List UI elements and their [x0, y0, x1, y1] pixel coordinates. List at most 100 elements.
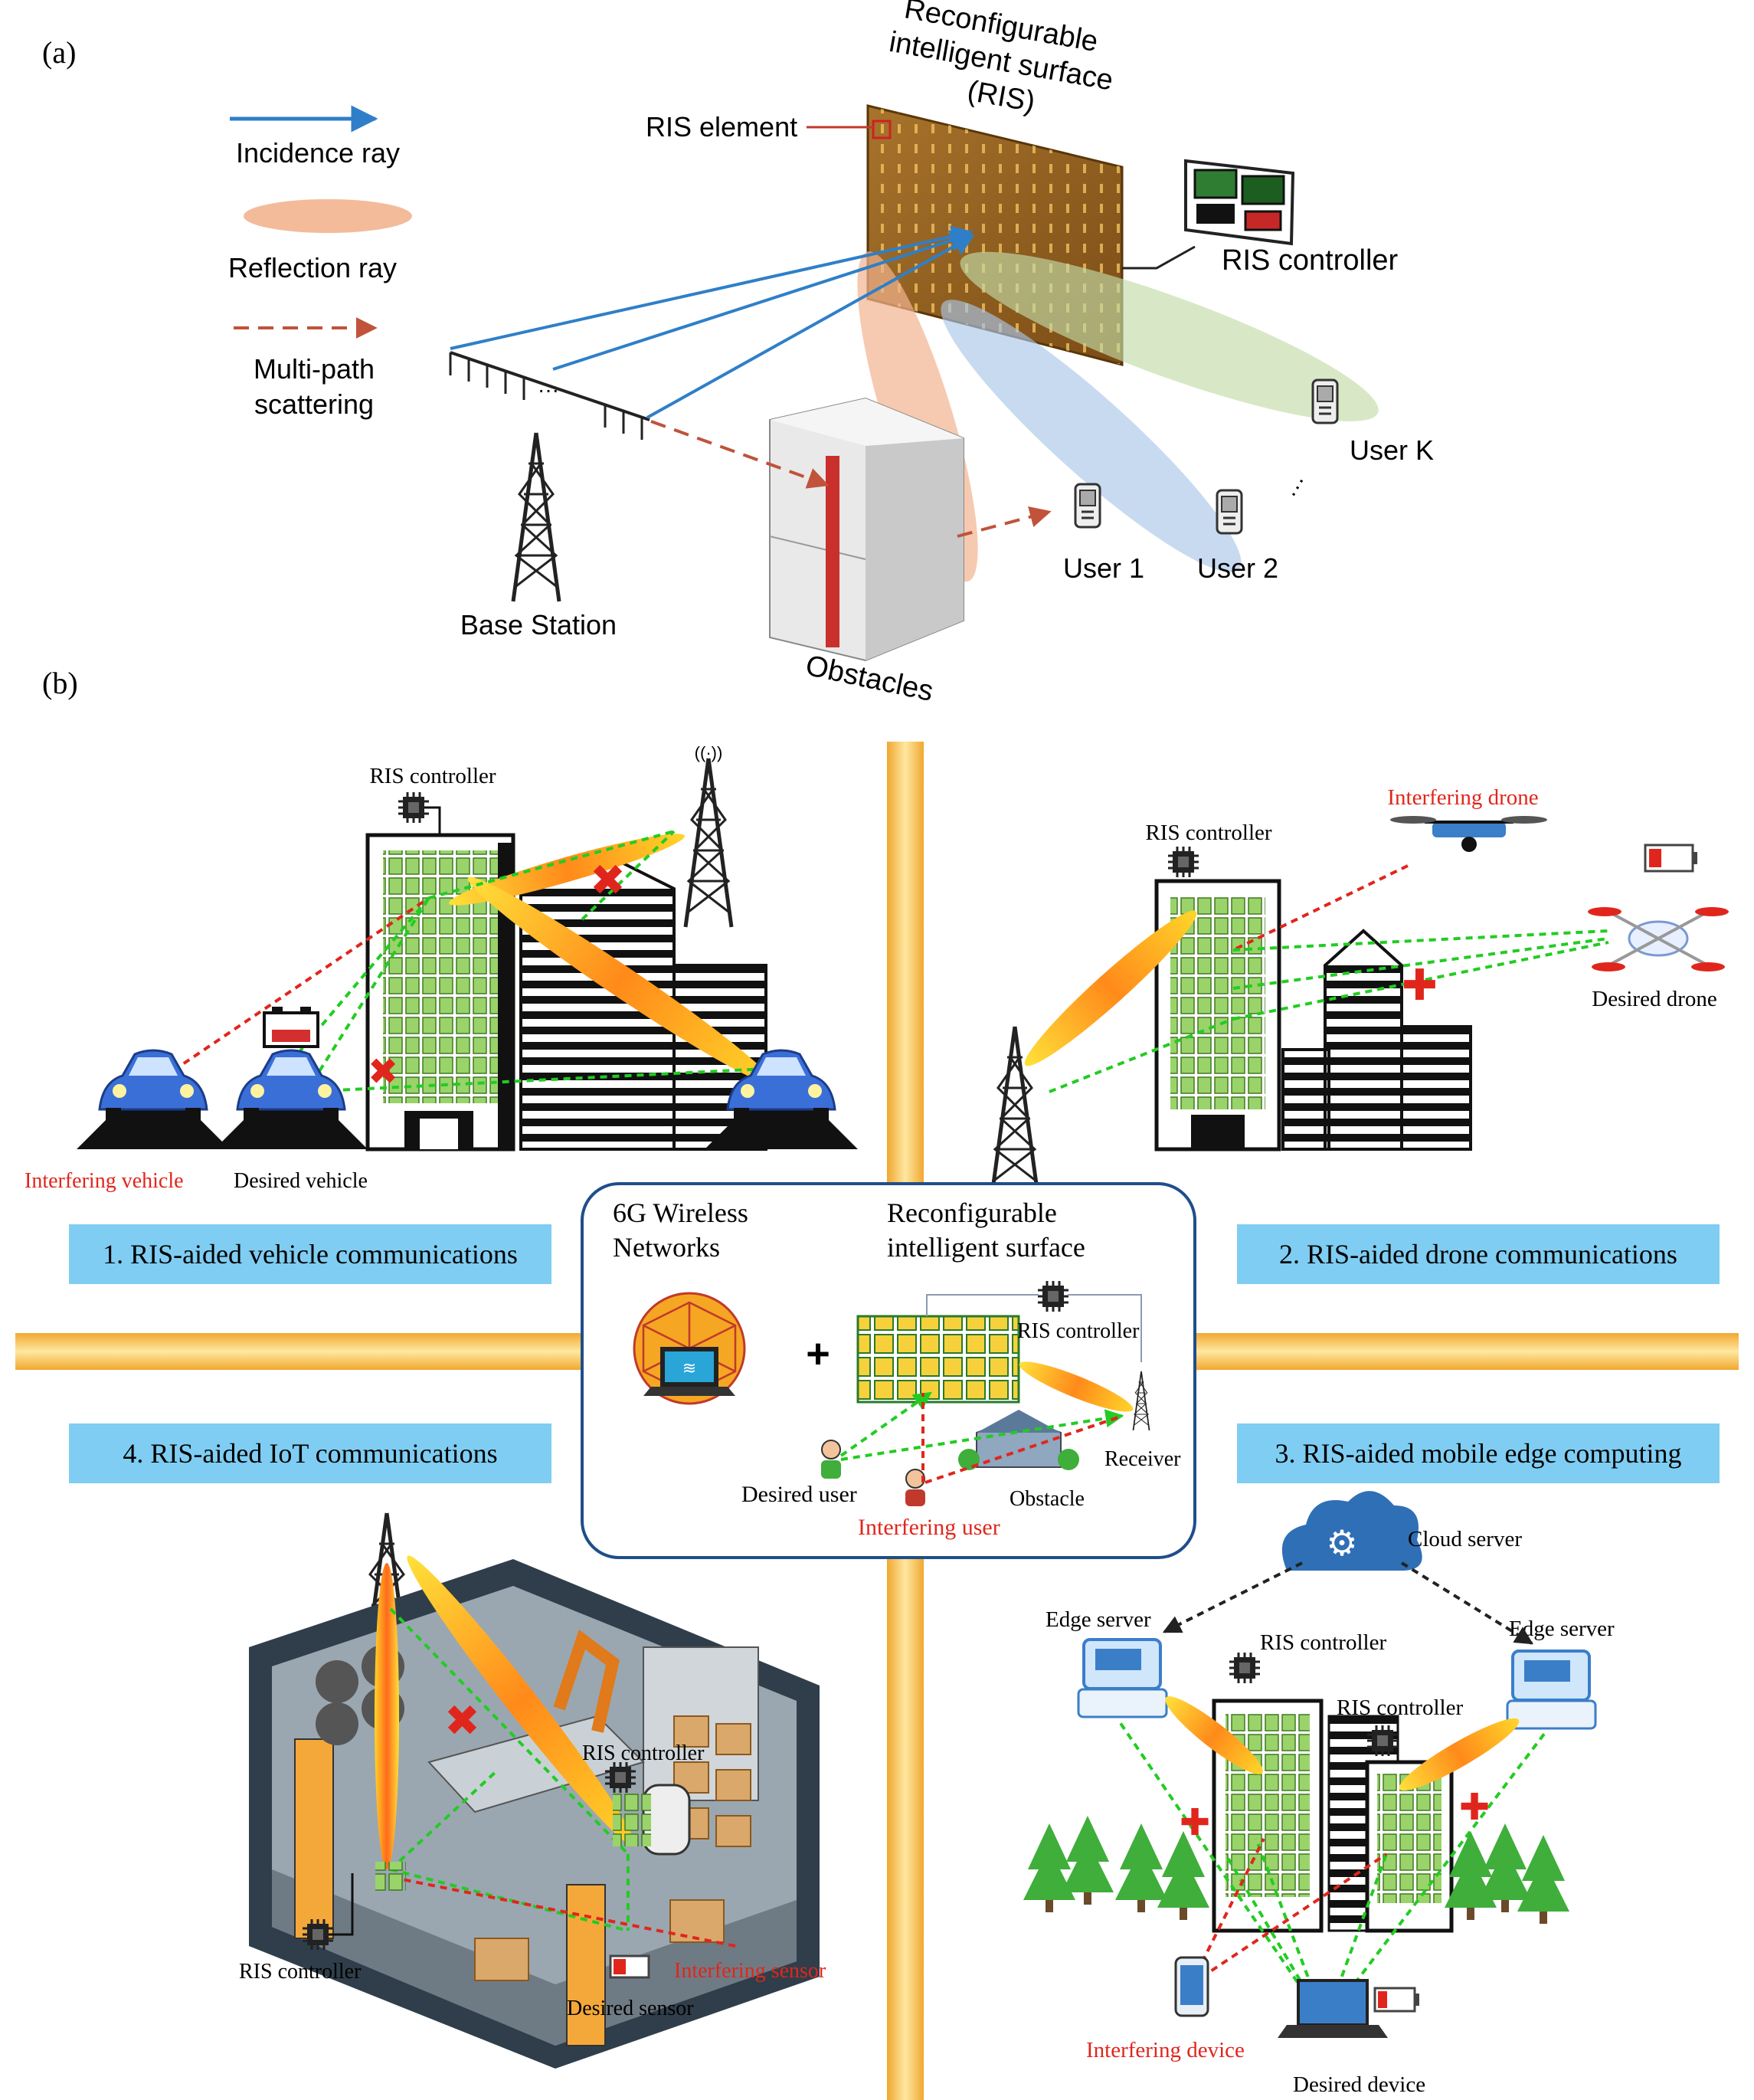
q1-title: 1. RIS-aided vehicle communications: [103, 1239, 518, 1270]
multipath-legend-label-2: scattering: [254, 388, 374, 420]
q3-edge-left-label: Edge server: [1046, 1607, 1151, 1632]
wifi-icon: ≋: [682, 1358, 696, 1378]
q4-ris-panel-2: [613, 1793, 651, 1846]
antenna-dots: ···: [538, 378, 559, 401]
reflection-ray-legend-label: Reflection ray: [228, 252, 397, 283]
q3-cloud-edge-right: [1400, 1561, 1534, 1645]
q4-block-x: ✖: [444, 1696, 480, 1745]
ris-element-label: RIS element: [646, 111, 797, 143]
network-globe-icon: ≋: [633, 1292, 746, 1405]
q4-ris-controller-chip-top: [604, 1761, 637, 1794]
center-interfering-user-icon: [905, 1469, 925, 1506]
q3-edge-server-left: [1077, 1638, 1168, 1718]
center-interfering-user-label: Interfering user: [858, 1515, 1000, 1540]
ris-controller-label-a: RIS controller: [1222, 244, 1399, 277]
user-1-label: User 1: [1063, 552, 1144, 584]
q4-warehouse: [249, 1559, 820, 2069]
q3-block-x-2: ✚: [1459, 1787, 1490, 1828]
q3-tree-2: [1062, 1816, 1114, 1905]
q1-beam-1: [449, 834, 685, 906]
obstacle-box: [769, 397, 964, 662]
q4-beam-2: [407, 1555, 635, 1846]
q2-interfering-drone: [1390, 816, 1547, 852]
q1-tower: [686, 758, 731, 927]
center-ris-panel: [856, 1315, 1020, 1404]
q4-ris-panel-1: [375, 1862, 406, 1892]
center-receiver-label: Receiver: [1104, 1447, 1181, 1471]
q3-cloud: ⚙: [1281, 1491, 1422, 1571]
q3-ris-controller-chip-2: [1366, 1724, 1399, 1758]
q4-title-box: [69, 1423, 551, 1483]
multipath-legend-label-1: Multi-path: [254, 353, 375, 385]
q3-beam-2: [1399, 1718, 1520, 1791]
q4-desired-label: Desired sensor: [567, 1997, 694, 2020]
q1-interfering-label: Interfering vehicle: [25, 1169, 184, 1193]
q2-ris-controller-label: RIS controller: [1145, 821, 1271, 845]
q4-battery-icon: [609, 1954, 650, 1979]
panel-a: (a) Incidence ray Reflection ray Multi-p…: [42, 0, 1434, 708]
center-ris-line1: Reconfigurable: [887, 1197, 1057, 1228]
q2-interfering-label: Interfering drone: [1387, 785, 1538, 810]
base-station-antenna: ···: [449, 351, 650, 440]
q1-block-x-1: ✖: [590, 856, 626, 904]
q1-block-x-2: ✖: [368, 1052, 398, 1093]
cloud-gear-icon: ⚙: [1326, 1523, 1357, 1563]
q3-desired-label: Desired device: [1293, 2072, 1425, 2097]
q1-battery-icon: [263, 1007, 319, 1048]
scatter-ray-2: [957, 506, 1052, 538]
user-1-phone: [1074, 483, 1101, 529]
q4-title: 4. RIS-aided IoT communications: [123, 1438, 497, 1469]
q2-back-buildings: [1281, 929, 1472, 1151]
center-obstacle-label: Obstacle: [1010, 1487, 1085, 1511]
q3-interfering-label: Interfering device: [1086, 2038, 1245, 2062]
center-desired-user-icon: [821, 1440, 841, 1479]
q2-beam: [1024, 910, 1197, 1066]
q4-interfering-path: [390, 1876, 736, 1948]
center-interfering-paths: [921, 1393, 1119, 1484]
q2-battery-icon: [1644, 844, 1697, 873]
q2-desired-paths: [1049, 929, 1609, 1093]
q4-interfering-label: Interfering sensor: [674, 1959, 826, 1983]
q2-interfering-path: [1232, 864, 1409, 952]
center-beam: [1019, 1361, 1134, 1412]
quadrant-mec: 3. RIS-aided mobile edge computing ⚙ Clo…: [1023, 1423, 1720, 2097]
panel-a-label: (a): [42, 35, 76, 70]
user-k-phone: [1311, 378, 1339, 424]
q2-title: 2. RIS-aided drone communications: [1279, 1239, 1677, 1270]
ris-element-marker: [872, 120, 892, 139]
q3-tree-4: [1157, 1831, 1209, 1920]
q3-beam-1: [1165, 1696, 1263, 1774]
base-station-label: Base Station: [460, 609, 617, 640]
q2-title-box: [1237, 1224, 1720, 1284]
center-controller-wiring: [926, 1294, 1142, 1362]
center-ris-controller-label: RIS controller: [1017, 1319, 1140, 1343]
q4-chip-link: [329, 1873, 354, 1936]
q1-ris-controller-label: RIS controller: [369, 764, 496, 788]
q3-battery-icon: [1373, 1987, 1419, 2013]
q1-interfering-car: [98, 1049, 208, 1122]
q1-desired-car: [236, 1049, 346, 1122]
user-k-label: User K: [1350, 434, 1434, 466]
q3-ris-controller1-label: RIS controller: [1260, 1630, 1386, 1655]
base-station-tower: [513, 433, 559, 601]
q4-ris-controller-top-label: RIS controller: [582, 1741, 705, 1765]
q1-chip-link: [424, 806, 441, 835]
q4-desired-paths: [389, 1607, 630, 1932]
q1-title-box: [69, 1224, 551, 1284]
incidence-ray-legend-label: Incidence ray: [236, 137, 400, 169]
q3-tree-3: [1115, 1823, 1167, 1912]
scatter-ray-1: [650, 420, 830, 489]
q3-interfering-phone: [1174, 1956, 1209, 2017]
quadrant-vehicle: RIS controller ((·)) ✖ ✖: [25, 743, 858, 1284]
center-net-line2: Networks: [613, 1232, 720, 1263]
q2-block-x: ✚: [1402, 961, 1438, 1009]
q3-ris-controller-chip-1: [1228, 1651, 1262, 1685]
user-2-phone: [1216, 489, 1243, 535]
center-net-line1: 6G Wireless: [613, 1197, 748, 1228]
q3-cloud-label: Cloud server: [1408, 1527, 1522, 1551]
q3-tree-1: [1023, 1823, 1075, 1912]
center-desired-user-label: Desired user: [741, 1482, 857, 1507]
center-plus: +: [806, 1331, 830, 1377]
center-ris-controller-chip: [1036, 1279, 1070, 1313]
